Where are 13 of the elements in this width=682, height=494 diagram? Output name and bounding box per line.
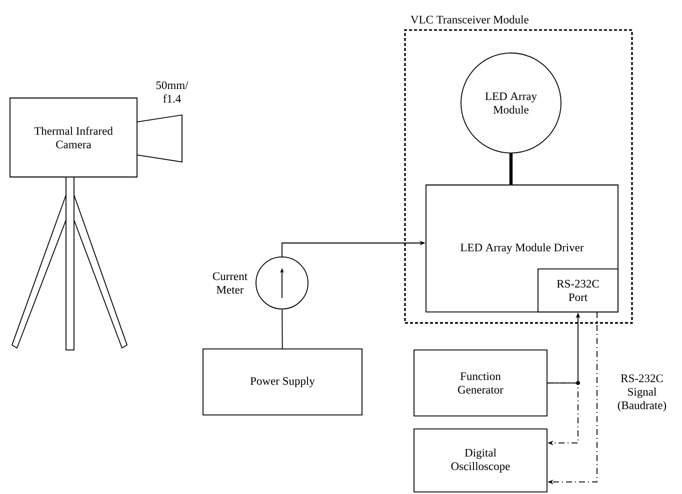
current-meter-symbol [256,256,308,310]
connector [509,153,513,185]
node-label: VLC Transceiver Module [410,15,528,24]
generator-box: Function Generator [414,350,548,416]
annotation-text: Current Meter [212,272,248,294]
connector [547,382,578,446]
power-supply-box: Power Supply [202,348,362,416]
edge-label: RS-232C Signal (Baudrate) [611,373,673,413]
annotation-text: 50mm/ f1.4 [156,81,188,103]
oscilloscope-box: Digital Oscilloscope [414,428,548,492]
connector [282,308,283,349]
camera-box: Thermal Infrared Camera [10,98,138,178]
port-box: RS-232C Port [538,268,618,312]
